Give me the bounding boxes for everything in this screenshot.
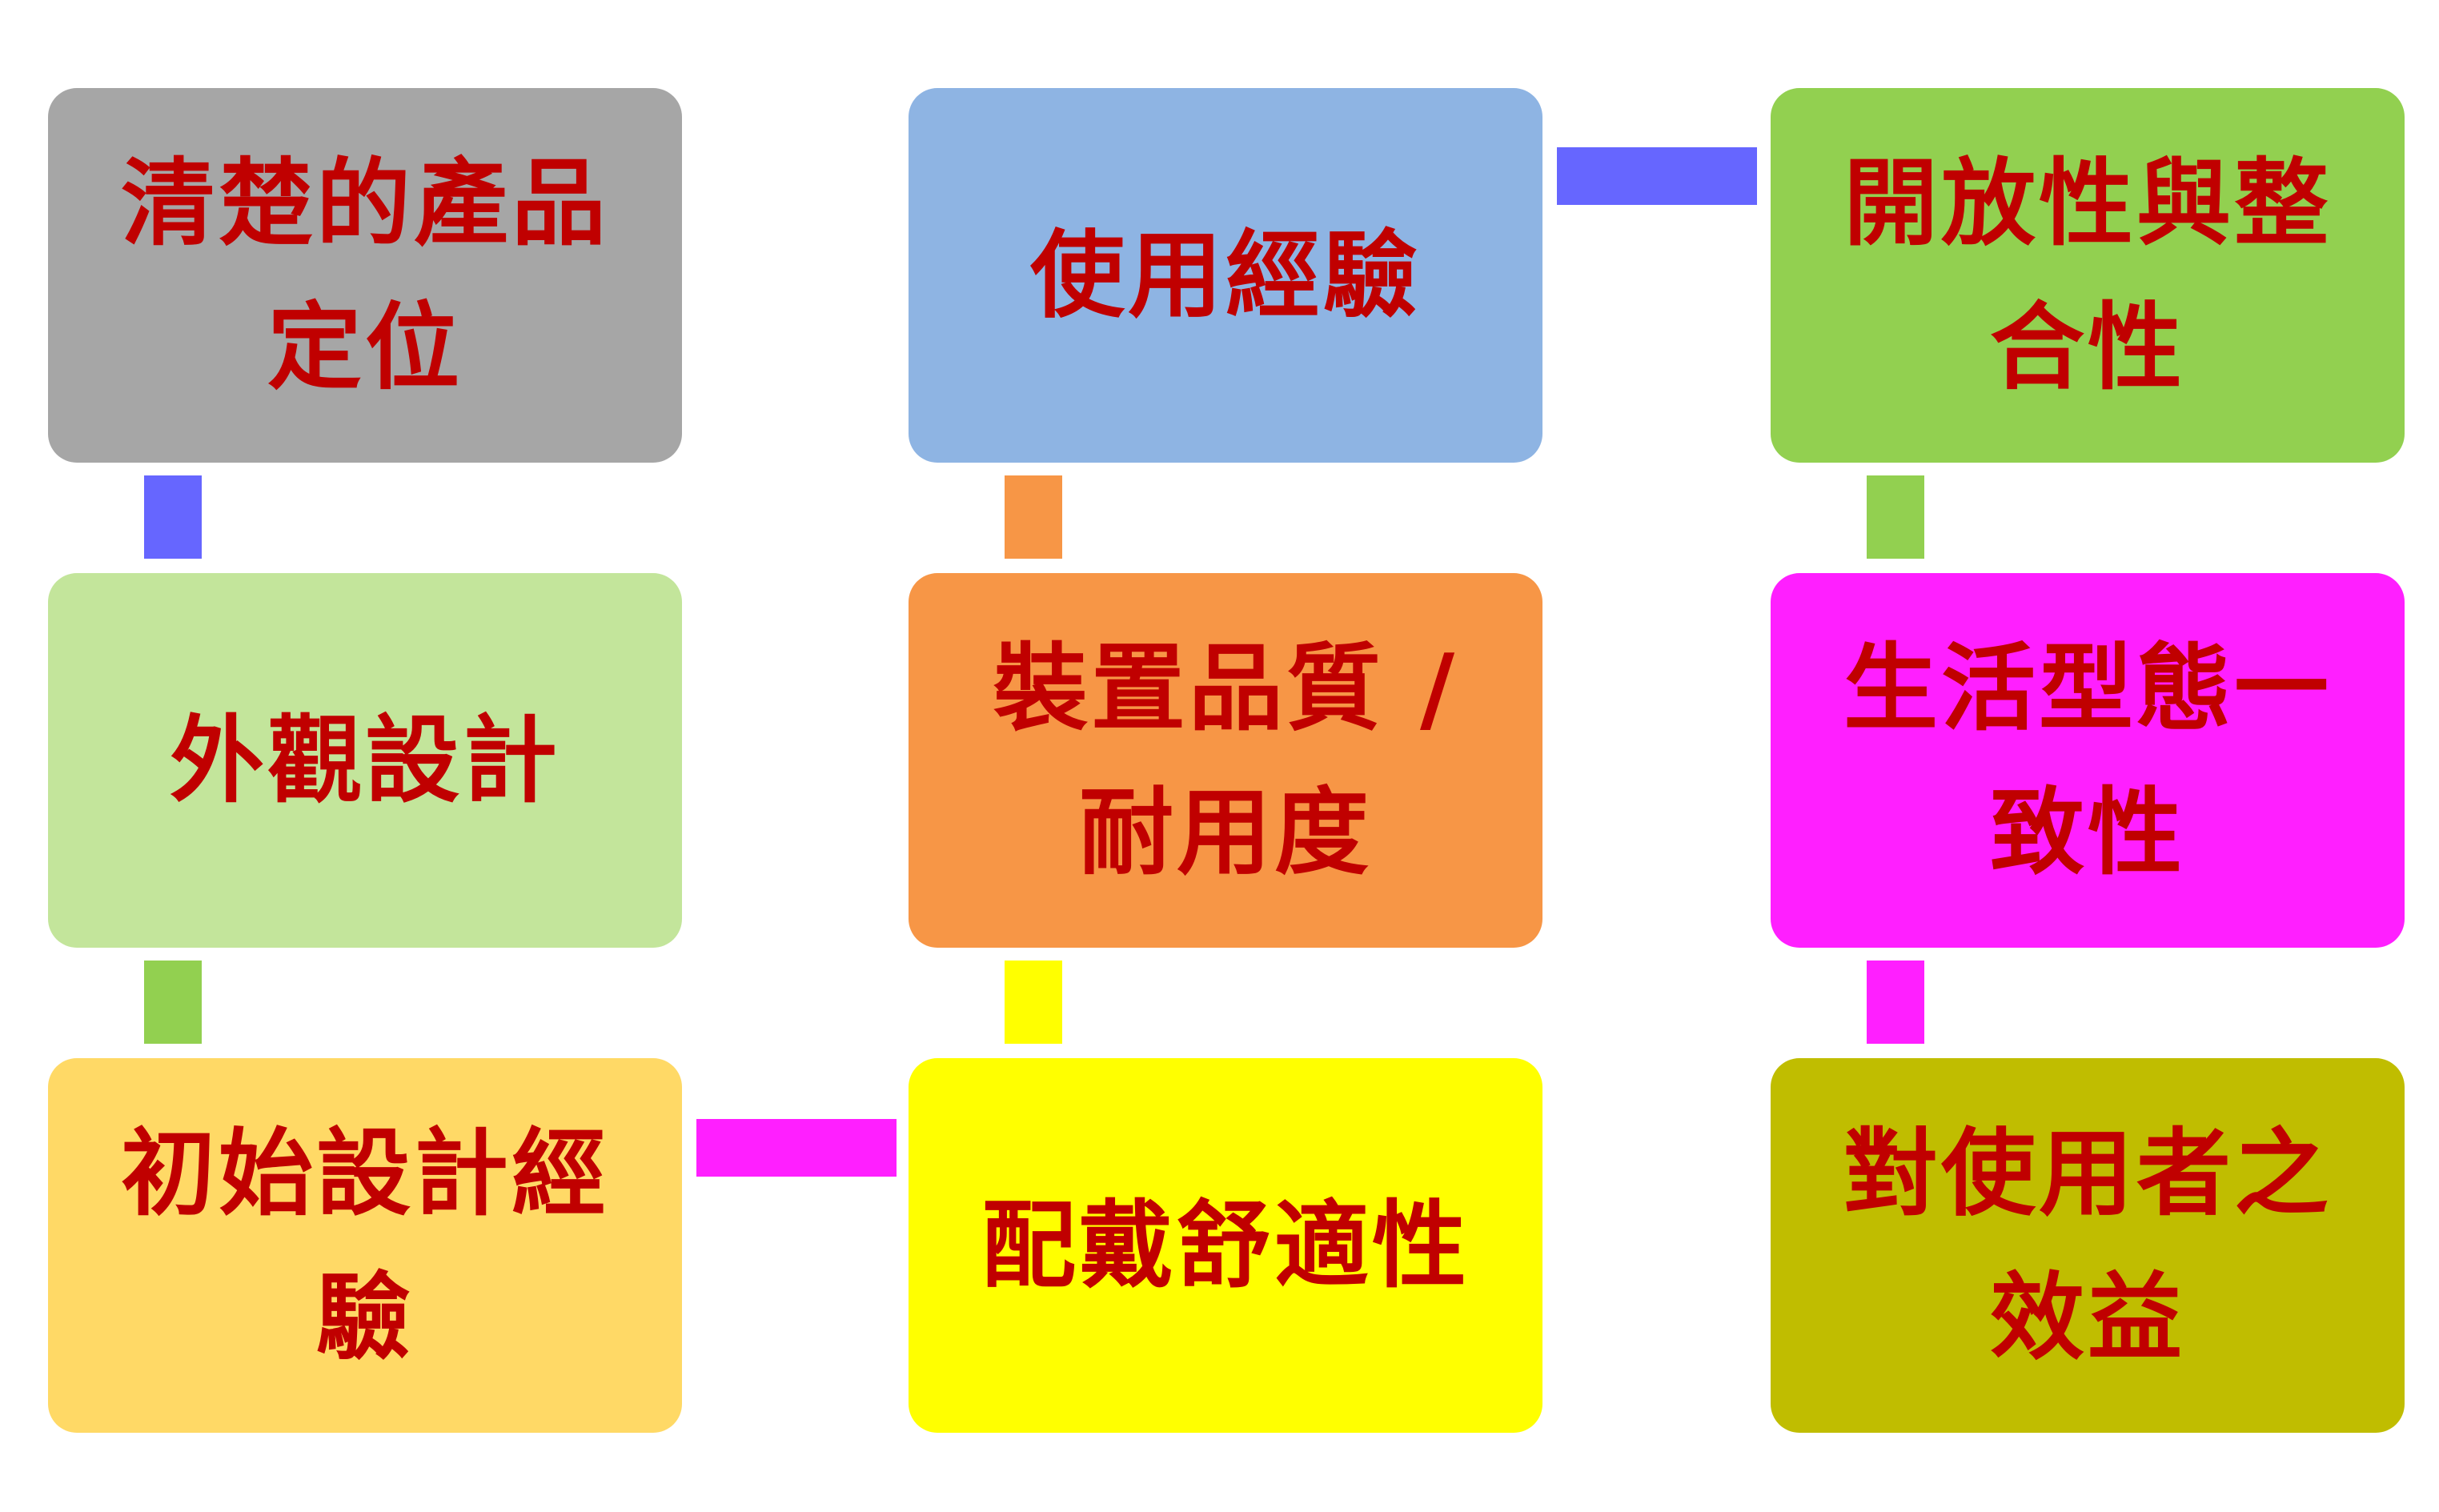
connector-appearance-to-initial-design [144, 961, 202, 1044]
connector-comfort-to-quality [1005, 961, 1062, 1044]
node-label: 初始設計經驗 [120, 1118, 609, 1373]
node-label: 外觀設計 [169, 705, 560, 816]
node-device-quality-durability: 裝置品質 / 耐用度 [909, 573, 1542, 948]
connector-initial-design-to-comfort [696, 1119, 897, 1177]
node-openness-integration: 開放性與整合性 [1771, 88, 2405, 463]
node-lifestyle-consistency: 生活型態一致性 [1771, 573, 2405, 948]
connector-experience-to-openness [1557, 147, 1757, 205]
node-label: 使用經驗 [1029, 220, 1421, 331]
node-label: 清楚的產品定位 [120, 148, 609, 403]
node-user-benefit: 對使用者之效益 [1771, 1058, 2405, 1433]
node-appearance-design: 外觀設計 [48, 573, 682, 948]
node-product-positioning: 清楚的產品定位 [48, 88, 682, 463]
connector-positioning-to-appearance [144, 475, 202, 559]
node-label: 開放性與整合性 [1843, 148, 2332, 403]
node-label: 配戴舒適性 [981, 1190, 1470, 1301]
node-user-experience: 使用經驗 [909, 88, 1542, 463]
connector-quality-to-experience [1005, 475, 1062, 559]
connector-lifestyle-to-benefit [1867, 961, 1924, 1044]
node-wearing-comfort: 配戴舒適性 [909, 1058, 1542, 1433]
connector-openness-to-lifestyle [1867, 475, 1924, 559]
node-label: 對使用者之效益 [1843, 1118, 2332, 1373]
node-label: 生活型態一致性 [1843, 633, 2332, 888]
node-label: 裝置品質 / 耐用度 [993, 633, 1458, 888]
node-initial-design-experience: 初始設計經驗 [48, 1058, 682, 1433]
